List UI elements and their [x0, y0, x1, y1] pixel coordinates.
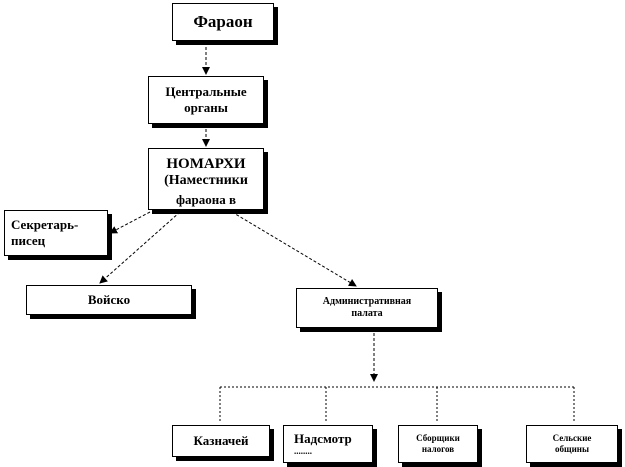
node-army-label: Войско	[87, 292, 131, 308]
node-tax-label: Сборщики налогов	[416, 433, 460, 454]
node-pharaoh-label: Фараон	[193, 11, 253, 31]
node-overseer-label: Надсмотр	[294, 431, 352, 446]
node-admin: Административная палата	[296, 288, 438, 328]
node-nomarchs-subtitle: (Наместники	[164, 173, 248, 188]
node-tax: Сборщики налогов	[398, 425, 478, 463]
node-village: Сельские общины	[526, 425, 618, 463]
node-admin-label: Административная палата	[322, 296, 412, 319]
node-army: Войско	[26, 285, 192, 315]
node-central: Центральные органы	[148, 76, 264, 124]
node-central-label: Центральные органы	[165, 84, 247, 115]
arrow-nomarchs-scribe	[109, 211, 151, 234]
node-nomarchs-title: НОМАРХИ	[166, 156, 246, 172]
node-village-label: Сельские общины	[552, 433, 592, 454]
arrow-nomarchs-army	[99, 211, 181, 284]
node-nomarchs: НОМАРХИ (Наместники фараона в	[148, 148, 264, 210]
node-treasurer-label: Казначей	[193, 433, 249, 449]
arrow-nomarchs-admin	[231, 211, 357, 287]
node-nomarchs-cut: фараона в	[176, 191, 236, 207]
node-overseer: Надсмотр ........	[283, 425, 373, 463]
node-pharaoh: Фараон	[172, 3, 274, 41]
node-treasurer: Казначей	[172, 425, 270, 457]
node-scribe: Секретарь-писец	[4, 210, 108, 256]
node-overseer-cut: ........	[294, 445, 312, 456]
node-scribe-label: Секретарь-писец	[11, 217, 79, 248]
